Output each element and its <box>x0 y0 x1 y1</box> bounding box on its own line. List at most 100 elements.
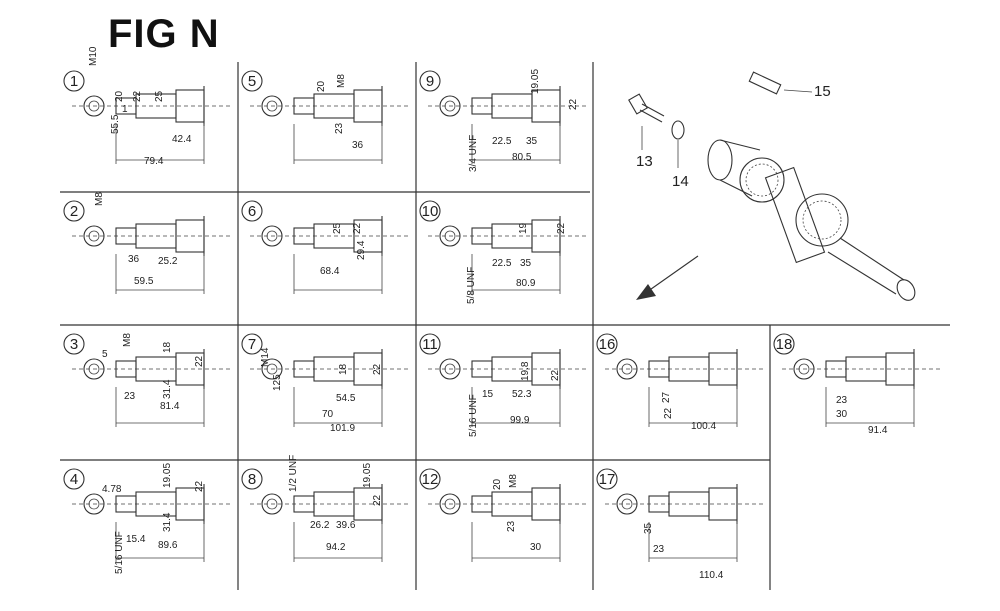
panel-number-circle <box>63 468 85 490</box>
dimension-label: 18 <box>338 363 349 375</box>
dimension-label: 59.5 <box>134 276 154 287</box>
shaft-profile <box>428 86 586 164</box>
dimension-label: 79.4 <box>144 156 164 167</box>
dimension-label: 19.8 <box>520 361 531 381</box>
panel-number: 5 <box>248 73 256 90</box>
crankshaft-icon <box>707 139 916 301</box>
panel-number-circle <box>419 468 441 490</box>
dimension-label: 22 <box>372 494 383 506</box>
dimension-label: 1 <box>122 104 128 115</box>
panel-number: 12 <box>422 471 439 488</box>
dimension-label: 25 <box>332 222 343 234</box>
shaft-profile <box>72 86 230 164</box>
shaft-profile <box>72 484 230 562</box>
dimension-label: 54.5 <box>336 393 356 404</box>
panel-number-circle <box>241 200 263 222</box>
callout-number: 14 <box>672 173 689 190</box>
shaft-profile <box>250 484 408 562</box>
callout-number: 13 <box>636 153 653 170</box>
shaft-profile <box>250 86 408 164</box>
dimension-label: 22 <box>663 407 674 419</box>
dimension-label: 22 <box>352 222 363 234</box>
dimension-label: 22 <box>194 355 205 367</box>
dimension-label: 30 <box>836 409 848 420</box>
panel-number: 7 <box>248 336 256 353</box>
dimension-label: M8 <box>508 474 519 488</box>
dimension-label: 22 <box>568 98 579 110</box>
dimension-label: 35 <box>526 136 538 147</box>
dimension-label: 22 <box>372 363 383 375</box>
panel-number: 11 <box>422 336 438 353</box>
dimension-label: 5 <box>102 349 108 360</box>
dimension-label: 35 <box>520 258 532 269</box>
dimension-label: M14 <box>260 347 271 367</box>
dimension-label: 101.9 <box>330 423 355 434</box>
dimension-label: 31.4 <box>162 512 173 532</box>
dimension-label: 5/16 UNF <box>114 531 125 574</box>
panel-number-circle <box>419 333 441 355</box>
dimension-label: 1/2 UNF <box>288 455 299 492</box>
panel-number: 8 <box>248 471 256 488</box>
dimension-label: 23 <box>653 544 665 555</box>
dimension-label: 70 <box>322 409 334 420</box>
callout-number: 15 <box>814 83 831 100</box>
washer-icon <box>671 120 685 140</box>
dimension-label: 94.2 <box>326 542 346 553</box>
dimension-label: 23 <box>506 520 517 532</box>
panel-number: 18 <box>776 336 793 353</box>
panel-number: 10 <box>422 203 439 220</box>
shaft-profile <box>428 484 586 562</box>
dimension-label: 20 <box>492 478 503 490</box>
dimension-label: 22.5 <box>492 258 512 269</box>
direction-arrow-icon <box>636 255 699 300</box>
dimension-label: 5/16 UNF <box>468 394 479 437</box>
key-icon <box>748 71 782 95</box>
panel-number-circle <box>241 468 263 490</box>
panel-number-circle <box>596 468 618 490</box>
dimension-label: 30 <box>530 542 542 553</box>
shaft-profile <box>782 349 940 427</box>
dimension-label: 42.4 <box>172 134 192 145</box>
shaft-profile <box>250 216 408 294</box>
dimension-label: 22 <box>556 222 567 234</box>
dimension-label: M8 <box>122 333 133 347</box>
dimension-label: 36 <box>352 140 364 151</box>
dimension-label: 20 <box>114 90 125 102</box>
dimension-label: 52.3 <box>512 389 532 400</box>
panel-number: 9 <box>426 73 434 90</box>
panel-number-circle <box>419 70 441 92</box>
shaft-profile <box>72 216 230 294</box>
panel-number: 1 <box>70 73 78 90</box>
shaft-profile <box>72 349 230 427</box>
dimension-label: 80.9 <box>516 278 536 289</box>
dimension-label: 26.2 <box>310 520 330 531</box>
dimension-label: 25.2 <box>158 256 178 267</box>
panel-number-circle <box>63 200 85 222</box>
dimension-label: 3/4 UNF <box>468 135 479 172</box>
dimension-label: 100.4 <box>691 421 716 432</box>
dimension-label: 15.4 <box>126 534 146 545</box>
dimension-label: 31.4 <box>162 379 173 399</box>
dimension-label: 39.6 <box>336 520 356 531</box>
dimension-label: M8 <box>336 74 347 88</box>
shaft-profile <box>605 484 763 562</box>
panel-number-circle <box>63 70 85 92</box>
dimension-label: 19.05 <box>530 69 541 94</box>
dimension-label: 19 <box>518 222 529 234</box>
dimension-label: 25 <box>154 90 165 102</box>
figure-title: FIG N <box>108 12 220 56</box>
panel-number: 17 <box>599 471 616 488</box>
shaft-profile <box>428 216 586 294</box>
panel-number-circle <box>773 333 795 355</box>
dimension-label: M8 <box>94 192 105 206</box>
panel-12: 12 20 M8 23 30 <box>419 468 586 562</box>
